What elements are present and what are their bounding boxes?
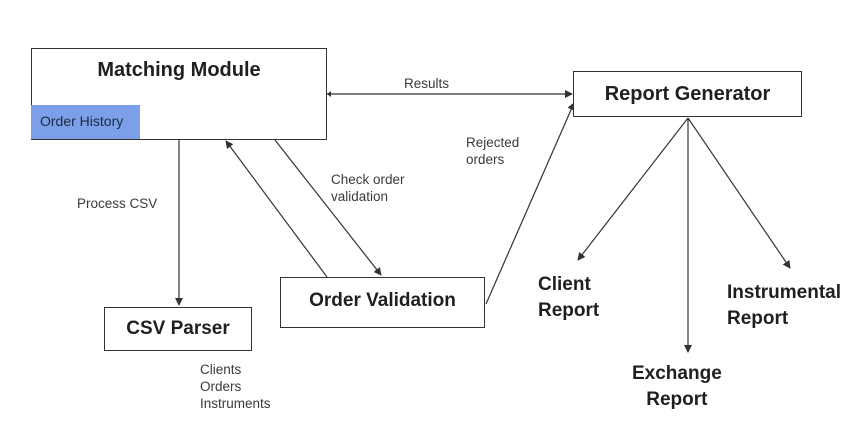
csv-parser-node[interactable]: CSV Parser — [104, 307, 252, 351]
process-csv-label: Process CSV — [77, 196, 158, 211]
results-label: Results — [404, 76, 450, 91]
validation-return-arrow — [225, 140, 328, 278]
client-report-node[interactable]: Client Report — [538, 274, 600, 321]
csv-contents-label: Clients Orders Instruments — [200, 362, 271, 411]
results-arrow-tail — [327, 91, 331, 97]
report-generator-node[interactable]: Report Generator — [573, 71, 802, 117]
report-generator-title: Report Generator — [604, 83, 771, 105]
matching-module-node[interactable]: Matching Module Order History — [31, 48, 327, 140]
csv-parser-title: CSV Parser — [126, 318, 230, 339]
instrumental-report-node[interactable]: Instrumental Report — [727, 282, 842, 329]
order-validation-title: Order Validation — [309, 290, 456, 311]
check-order-validation-arrow — [274, 139, 382, 276]
check-order-validation-label: Check order validation — [331, 172, 405, 204]
order-history-tag[interactable]: Order History — [31, 105, 140, 139]
rejected-orders-arrow — [485, 102, 575, 305]
client-report-arrow — [577, 117, 689, 261]
rejected-orders-label: Rejected orders — [466, 135, 520, 167]
order-validation-node[interactable]: Order Validation — [280, 277, 485, 328]
matching-module-title: Matching Module — [97, 59, 261, 81]
instrumental-report-arrow — [687, 117, 791, 269]
exchange-report-node[interactable]: Exchange Report — [632, 363, 722, 410]
